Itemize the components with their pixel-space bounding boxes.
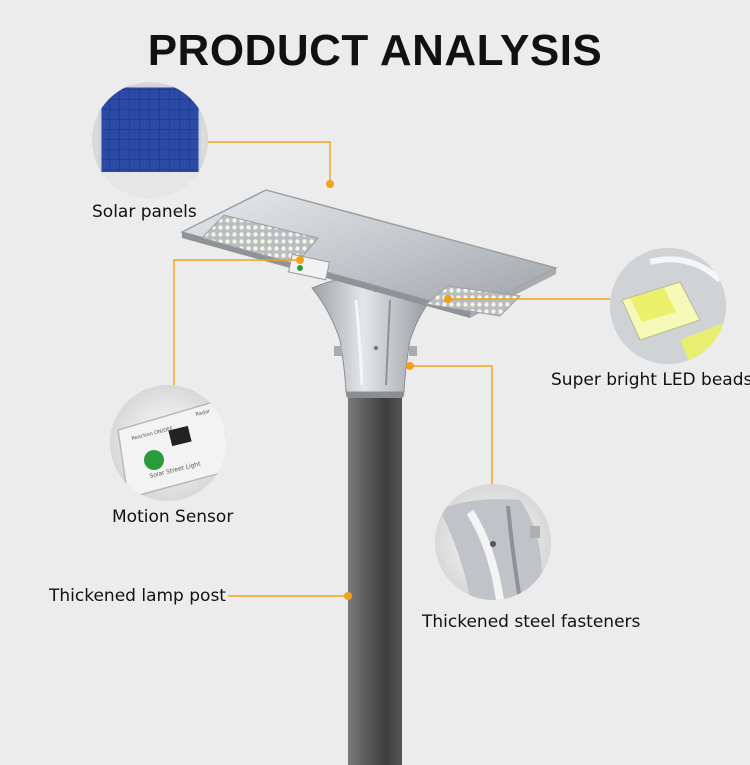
label-solar-panels: Solar panels	[92, 202, 197, 222]
callout-dot-solar	[326, 180, 334, 188]
solar-panel-detail	[92, 82, 208, 198]
callout-lines	[173, 141, 610, 600]
callout-dot-motion	[296, 256, 304, 264]
label-led-beads: Super bright LED beads	[551, 370, 750, 390]
callout-line-fasteners	[410, 365, 493, 484]
motion-sensor-detail: Solar Street Light Reaction ON/OFF Radar	[110, 385, 226, 501]
steel-fasteners-detail	[435, 484, 551, 600]
label-lamp-post: Thickened lamp post	[49, 586, 226, 606]
lamp-post	[346, 388, 404, 765]
label-steel-fasteners: Thickened steel fasteners	[422, 612, 641, 632]
callout-line-solar	[202, 141, 331, 184]
led-beads-detail	[610, 248, 726, 364]
callout-dot-post	[344, 592, 352, 600]
page-title: PRODUCT ANALYSIS	[147, 26, 603, 75]
callout-dot-led	[444, 295, 452, 303]
callout-dot-fasteners	[406, 362, 414, 370]
callout-line-motion	[173, 259, 300, 385]
sensor-radar-text: Radar	[195, 408, 212, 418]
label-motion-sensor: Motion Sensor	[112, 507, 234, 527]
